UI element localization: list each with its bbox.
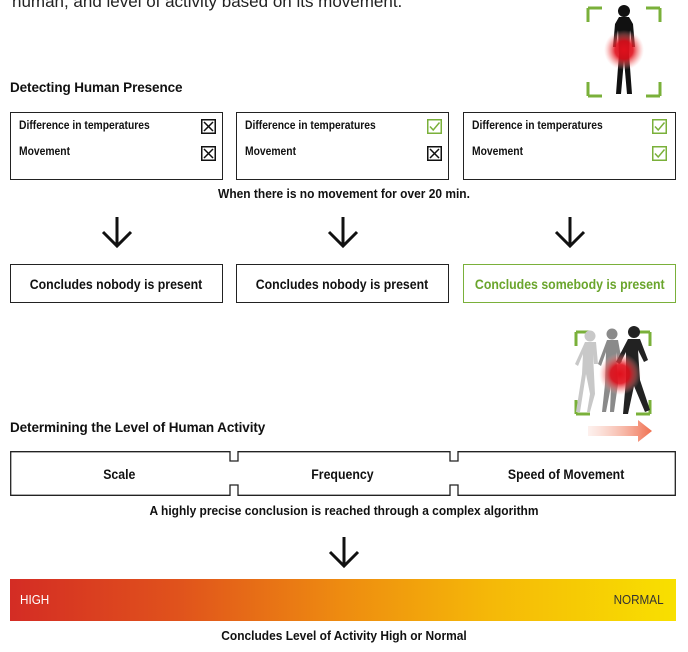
activity-conclusion: Concludes Level of Activity High or Norm… <box>221 628 467 643</box>
cross-icon <box>201 146 216 161</box>
check-icon <box>427 119 442 134</box>
conclusion-text: Concludes somebody is present <box>474 275 665 292</box>
cross-icon <box>427 146 442 161</box>
factor-speed: Speed of Movement <box>507 466 625 482</box>
conclusion-box-1: Concludes nobody is present <box>10 264 223 303</box>
activity-detection-illustration <box>574 326 652 442</box>
factor-frequency: Frequency <box>310 466 374 482</box>
condition-box-1: Difference in temperatures Movement <box>10 112 223 180</box>
conclusion-box-3: Concludes somebody is present <box>463 264 676 303</box>
check-icon <box>652 146 667 161</box>
down-arrow-icon <box>328 537 360 569</box>
scale-high-label: HIGH <box>20 592 50 607</box>
down-arrow-icon <box>554 217 586 249</box>
conclusion-text: Concludes nobody is present <box>256 275 429 292</box>
activity-heading: Determining the Level of Human Activity <box>10 420 266 435</box>
movement-label: Movement <box>19 144 71 158</box>
conclusion-box-2: Concludes nobody is present <box>236 264 449 303</box>
intro-text: human, and level of activity based on it… <box>12 0 403 11</box>
factors-frame <box>10 451 676 496</box>
conclusion-text: Concludes nobody is present <box>30 275 203 292</box>
presence-heading: Detecting Human Presence <box>10 80 183 95</box>
person-detection-illustration <box>586 5 662 98</box>
down-arrow-icon <box>327 217 359 249</box>
cross-icon <box>201 119 216 134</box>
condition-box-2: Difference in temperatures Movement <box>236 112 449 180</box>
check-icon <box>652 119 667 134</box>
activity-scale-bar: HIGH NORMAL <box>10 579 676 621</box>
movement-label: Movement <box>472 144 524 158</box>
scale-normal-label: NORMAL <box>613 592 664 607</box>
temperature-label: Difference in temperatures <box>245 118 376 132</box>
condition-box-3: Difference in temperatures Movement <box>463 112 676 180</box>
down-arrow-icon <box>101 217 133 249</box>
temperature-label: Difference in temperatures <box>472 118 603 132</box>
factor-scale: Scale <box>102 466 136 482</box>
activity-note: A highly precise conclusion is reached t… <box>149 503 539 518</box>
movement-label: Movement <box>245 144 297 158</box>
temperature-label: Difference in temperatures <box>19 118 150 132</box>
presence-note: When there is no movement for over 20 mi… <box>218 186 470 201</box>
